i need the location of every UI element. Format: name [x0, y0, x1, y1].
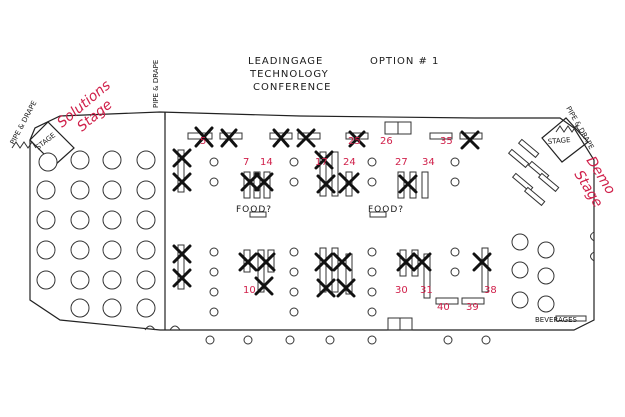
booth-x-marks: [172, 126, 492, 298]
booth-number-10: 10: [243, 285, 256, 296]
food-label-1: FOOD?: [236, 205, 272, 215]
booth-tables: [177, 132, 489, 305]
round-tables-left: [36, 150, 156, 318]
booth-number-25: 25: [348, 136, 361, 147]
booth-number-7: 7: [243, 157, 249, 168]
drape-zigzag-right: [555, 125, 581, 133]
booth-number-14: 14: [260, 157, 273, 168]
booth-number-34: 34: [422, 157, 435, 168]
title-line-1: LEADINGAGE: [248, 56, 323, 67]
booth-number-26: 26: [380, 136, 393, 147]
booth-number-39: 39: [466, 302, 479, 313]
option-label: OPTION # 1: [370, 56, 439, 67]
stage-left-label: STAGE: [34, 131, 57, 151]
stage-right: STAGE: [541, 117, 589, 163]
demo-stage-seating: [507, 138, 587, 322]
booth-number-31: 31: [420, 285, 433, 296]
booth-number-30: 30: [395, 285, 408, 296]
stage-right-label: STAGE: [547, 136, 570, 146]
title-line-2: TECHNOLOGY: [249, 69, 329, 80]
booth-number-24: 24: [343, 157, 356, 168]
food-label-2: FOOD?: [368, 205, 404, 215]
cocktail-tables: [205, 157, 491, 345]
pipe-drape-left-label: PIPE & DRAPE: [9, 100, 39, 146]
booth-number-40: 40: [437, 302, 450, 313]
booth-number-38: 38: [484, 285, 497, 296]
booth-numbers: 5 25 26 35 7 14 17 24 27 34 10 30 31 38 40 39: [200, 136, 497, 313]
title-line-3: CONFERENCE: [253, 82, 331, 93]
booth-number-27: 27: [395, 157, 408, 168]
title-block: LEADINGAGE TECHNOLOGY CONFERENCE OPTION …: [248, 56, 439, 93]
booth-number-35: 35: [440, 136, 453, 147]
booth-number-5: 5: [200, 136, 206, 147]
pipe-drape-mid-label: PIPE & DRAPE: [152, 60, 160, 108]
beverages-label: BEVERAGES: [535, 316, 578, 324]
booth-number-17: 17: [315, 157, 328, 168]
room-outline: [29, 111, 595, 331]
